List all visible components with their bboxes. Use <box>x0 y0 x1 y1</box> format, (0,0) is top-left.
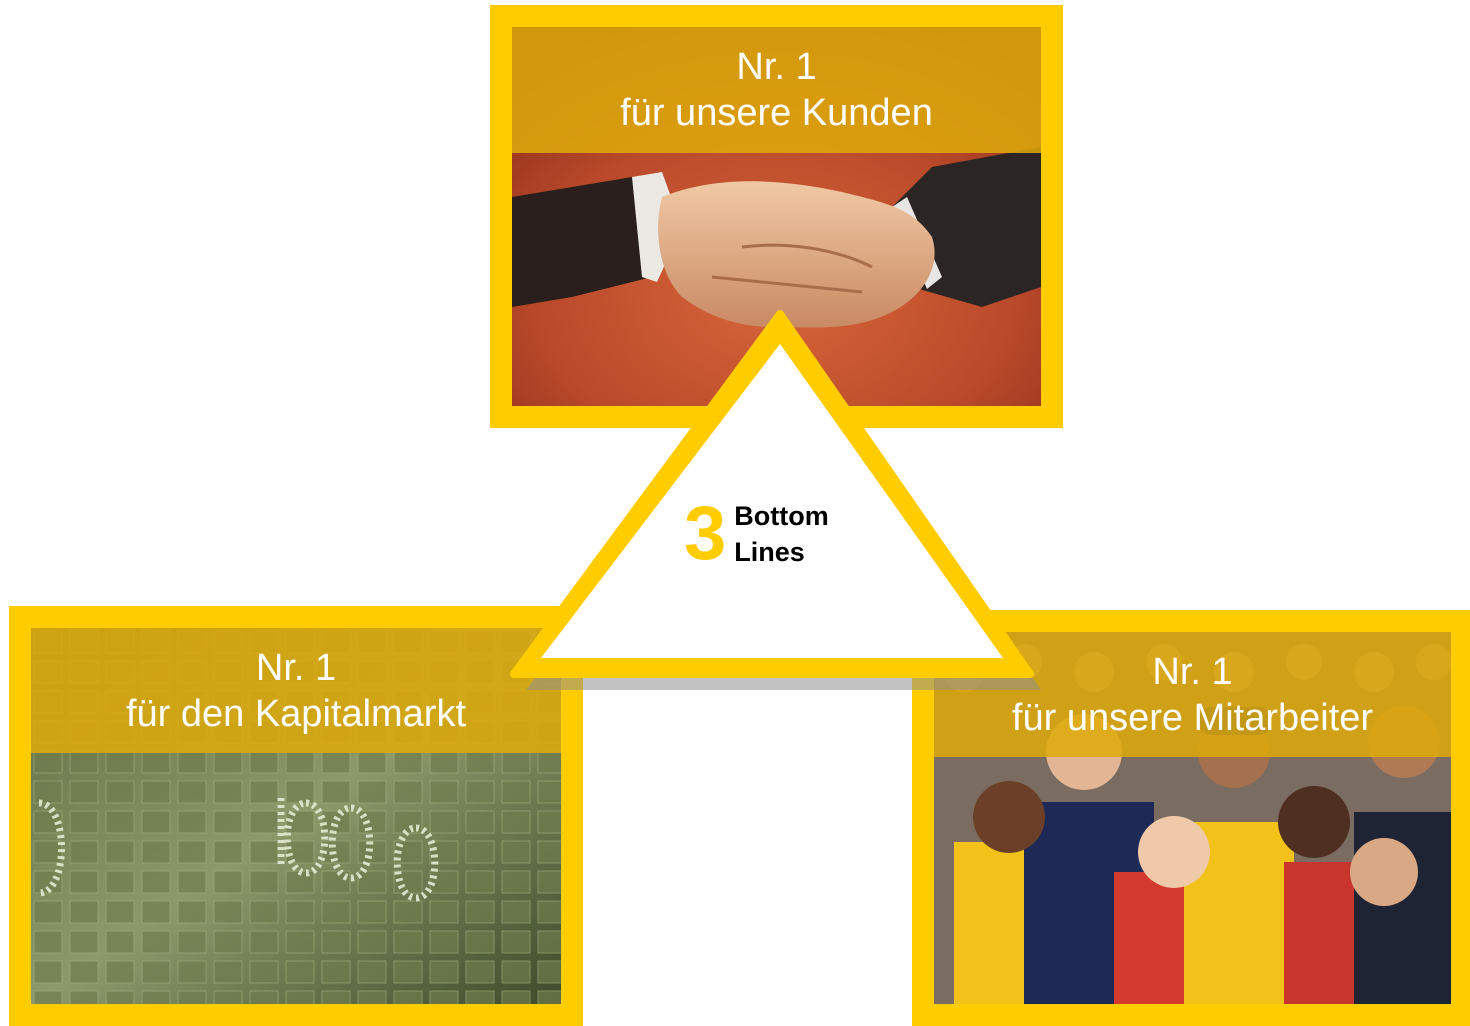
bottom-lines-text: Bottom Lines <box>734 498 828 570</box>
center-triangle <box>510 310 1041 690</box>
bottom-lines-line1: Bottom <box>734 501 829 531</box>
bottom-lines-number: 3 <box>684 491 727 576</box>
panel-employees-subtitle: für unsere Mitarbeiter <box>1011 696 1374 739</box>
panel-capital-market-subtitle: für den Kapitalmarkt <box>125 692 467 735</box>
panel-customers-title: Nr. 1 <box>736 46 817 88</box>
panel-customers: Nr. 1 für unsere Kunden <box>490 5 1063 428</box>
panel-customers-caption: Nr. 1 für unsere Kunden <box>512 27 1041 153</box>
panel-employees-title: Nr. 1 <box>1152 650 1233 693</box>
panel-capital-market-title: Nr. 1 <box>255 646 337 689</box>
panel-capital-market-caption: Nr. 1 für den Kapitalmarkt <box>31 628 561 753</box>
panel-customers-subtitle: für unsere Kunden <box>620 92 933 134</box>
panel-employees-caption: Nr. 1 für unsere Mitarbeiter <box>934 632 1451 757</box>
panel-capital-market: Nr. 1 für den Kapitalmarkt <box>9 606 583 1026</box>
bottom-lines-line2: Lines <box>734 537 805 567</box>
triple-bottom-line-label: 3 Bottom Lines <box>684 496 829 572</box>
